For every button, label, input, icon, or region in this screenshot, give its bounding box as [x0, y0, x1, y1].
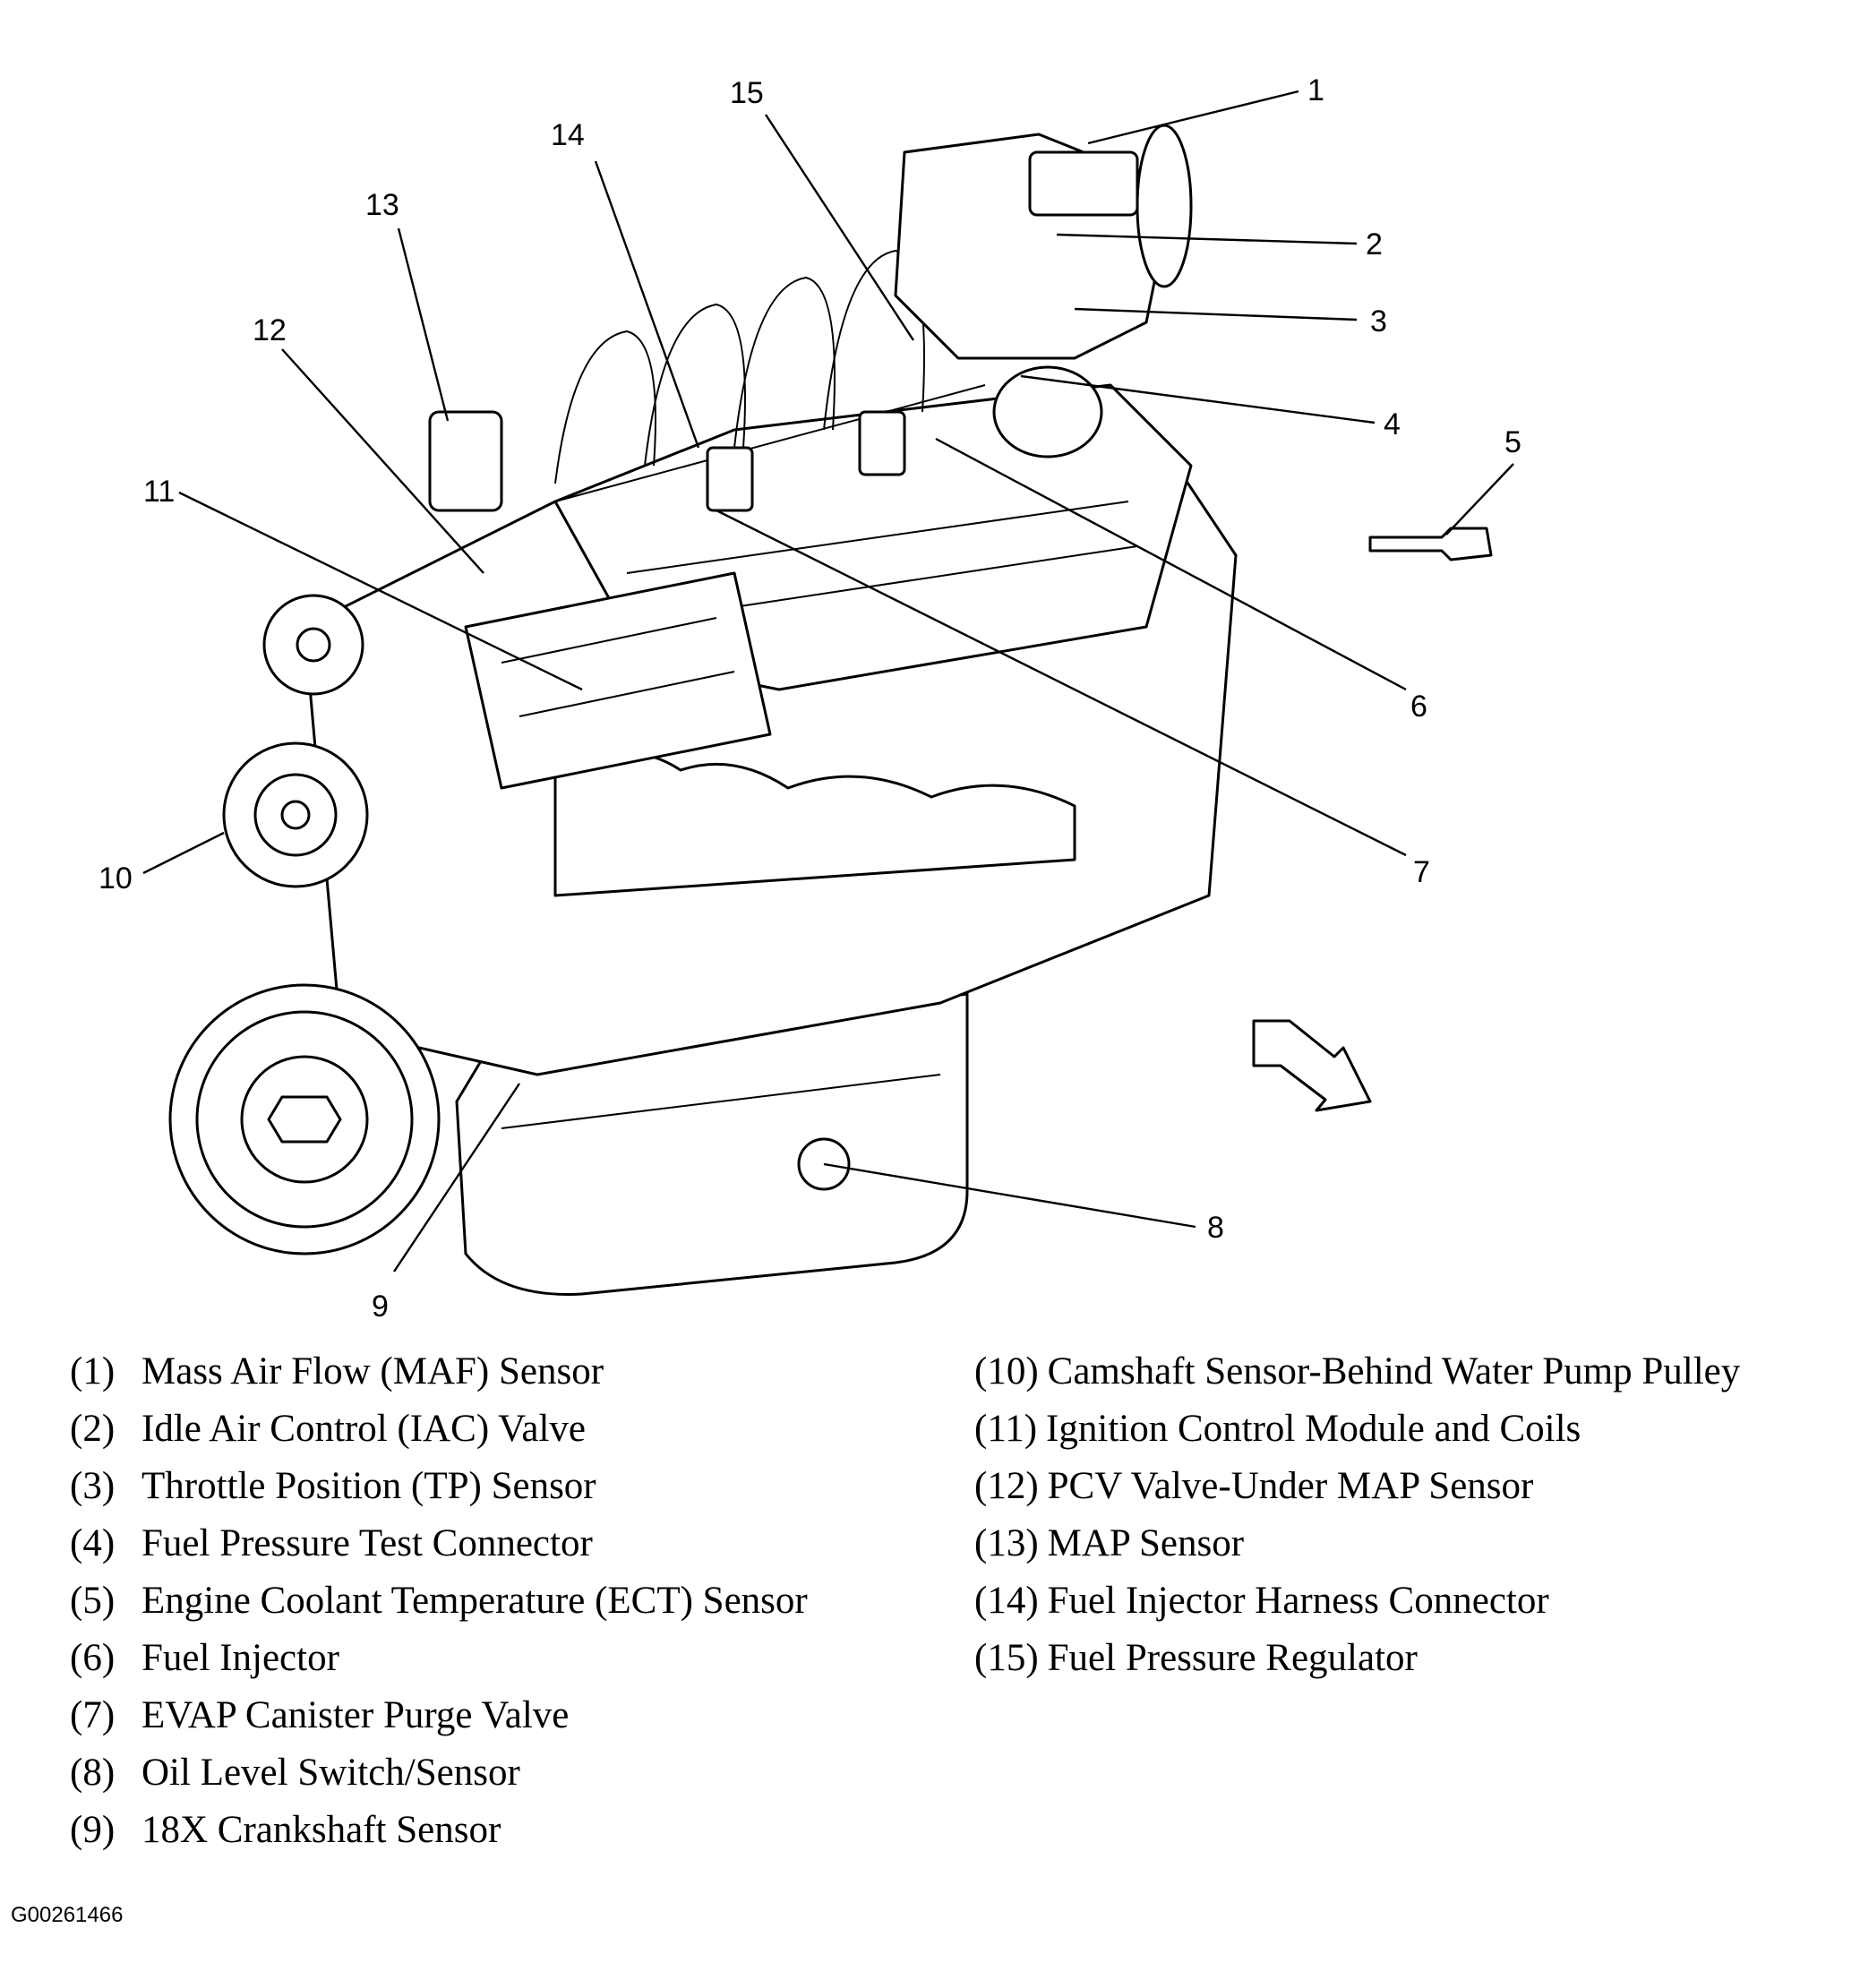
legend-item: (1) Mass Air Flow (MAF) Sensor — [70, 1343, 808, 1401]
callout-10: 10 — [99, 861, 133, 895]
legend-item: (2) Idle Air Control (IAC) Valve — [70, 1401, 808, 1458]
legend-item: (8) Oil Level Switch/Sensor — [70, 1744, 808, 1802]
legend-label: EVAP Canister Purge Valve — [141, 1694, 570, 1736]
legend-number: (4) — [70, 1522, 116, 1564]
figure-id: G00261466 — [11, 1903, 124, 1927]
engine-diagram: 1 2 3 4 5 6 7 8 9 10 11 12 13 14 15 — [99, 73, 1521, 1324]
legend-item: (5) Engine Coolant Temperature (ECT) Sens… — [70, 1572, 808, 1630]
legend-item: (7) EVAP Canister Purge Valve — [70, 1687, 808, 1744]
callout-6: 6 — [1410, 690, 1427, 724]
legend-item: (13)MAP Sensor — [974, 1515, 1740, 1572]
legend-label: Engine Coolant Temperature (ECT) Sensor — [141, 1580, 808, 1622]
legend-number: (9) — [70, 1809, 116, 1851]
legend-number: (12) — [974, 1465, 1039, 1507]
callout-5: 5 — [1504, 425, 1521, 459]
legend-label: Fuel Pressure Test Connector — [141, 1522, 593, 1564]
legend-number: (11) — [974, 1408, 1038, 1450]
legend-label: Idle Air Control (IAC) Valve — [141, 1408, 587, 1450]
callout-14: 14 — [551, 118, 585, 152]
legend-number: (2) — [70, 1408, 116, 1450]
legend-item: (11)Ignition Control Module and Coils — [974, 1401, 1740, 1458]
callout-4: 4 — [1384, 407, 1401, 441]
legend-label: PCV Valve-Under MAP Sensor — [1047, 1465, 1534, 1507]
legend: (1) Mass Air Flow (MAF) Sensor (2) Idle Ai… — [0, 1343, 1860, 1898]
legend-label: 18X Crankshaft Sensor — [141, 1809, 501, 1851]
legend-label: Fuel Pressure Regulator — [1047, 1637, 1418, 1679]
callout-9: 9 — [372, 1290, 389, 1324]
callout-1: 1 — [1307, 73, 1324, 107]
legend-number: (8) — [70, 1752, 116, 1794]
legend-label: Fuel Injector — [141, 1637, 339, 1679]
callout-12: 12 — [253, 313, 287, 347]
leader-lines — [142, 90, 1514, 1272]
legend-number: (14) — [974, 1580, 1039, 1622]
legend-column-left: (1) Mass Air Flow (MAF) Sensor (2) Idle Ai… — [70, 1343, 808, 1859]
legend-label: Fuel Injector Harness Connector — [1047, 1580, 1549, 1622]
legend-number: (15) — [974, 1637, 1039, 1679]
callout-11: 11 — [143, 475, 175, 509]
legend-number: (13) — [974, 1522, 1039, 1564]
legend-number: (10) — [974, 1350, 1039, 1392]
legend-label: Ignition Control Module and Coils — [1046, 1408, 1581, 1450]
callout-3: 3 — [1370, 304, 1387, 338]
legend-number: (1) — [70, 1350, 116, 1392]
legend-number: (7) — [70, 1694, 116, 1736]
engine-illustration — [168, 124, 1493, 1296]
legend-item: (15)Fuel Pressure Regulator — [974, 1630, 1740, 1687]
legend-number: (5) — [70, 1580, 116, 1622]
forward-arrow-icon — [1252, 1019, 1372, 1112]
legend-item: (12)PCV Valve-Under MAP Sensor — [974, 1458, 1740, 1515]
legend-item: (3) Throttle Position (TP) Sensor — [70, 1458, 808, 1515]
legend-number: (6) — [70, 1637, 116, 1679]
legend-label: Mass Air Flow (MAF) Sensor — [141, 1350, 604, 1392]
legend-item: (6) Fuel Injector — [70, 1630, 808, 1687]
legend-number: (3) — [70, 1465, 116, 1507]
callout-7: 7 — [1413, 855, 1430, 889]
legend-item: (10)Camshaft Sensor-Behind Water Pump Pu… — [974, 1343, 1740, 1401]
callout-2: 2 — [1366, 227, 1383, 261]
legend-item: (4) Fuel Pressure Test Connector — [70, 1515, 808, 1572]
legend-column-right: (10)Camshaft Sensor-Behind Water Pump Pu… — [974, 1343, 1740, 1687]
callout-8: 8 — [1207, 1211, 1224, 1245]
callout-numbers: 1 2 3 4 5 6 7 8 9 10 11 12 13 14 15 — [99, 73, 1521, 1324]
legend-item: (9) 18X Crankshaft Sensor — [70, 1802, 808, 1859]
legend-item: (14)Fuel Injector Harness Connector — [974, 1572, 1740, 1630]
callout-15: 15 — [730, 76, 764, 110]
legend-label: Throttle Position (TP) Sensor — [141, 1465, 596, 1507]
legend-label: Oil Level Switch/Sensor — [141, 1752, 520, 1794]
legend-label: MAP Sensor — [1047, 1522, 1245, 1564]
callout-13: 13 — [365, 188, 399, 222]
legend-label: Camshaft Sensor-Behind Water Pump Pulley — [1047, 1350, 1741, 1392]
